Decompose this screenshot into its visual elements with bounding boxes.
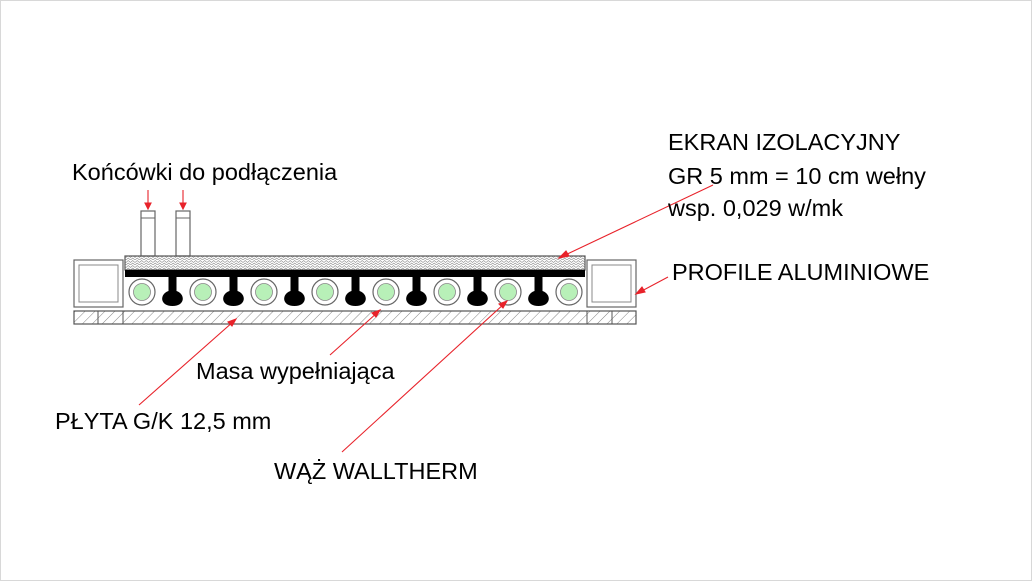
filler-bump	[345, 277, 366, 306]
hose-tube-core	[499, 283, 517, 301]
leader-walltherm-hose	[341, 302, 506, 453]
leader-lines	[138, 184, 714, 453]
filler-bump	[284, 277, 305, 306]
filler-mass-band	[125, 270, 585, 277]
filler-bump	[162, 277, 183, 306]
aluminium-profile-right	[586, 259, 637, 308]
hose-tube-core	[194, 283, 212, 301]
hose-tube-core	[133, 283, 151, 301]
hose-tube-core	[560, 283, 578, 301]
insulation-screen	[124, 255, 586, 271]
filler-bump	[528, 277, 549, 306]
hose-tube-core	[438, 283, 456, 301]
hose-tube-core	[255, 283, 273, 301]
leader-gypsum-board	[138, 320, 235, 406]
walltherm-hose-row	[128, 277, 583, 306]
aluminium-profile-left	[73, 259, 124, 308]
leader-filler-mass	[329, 311, 379, 356]
hose-tube-core	[316, 283, 334, 301]
filler-bump	[467, 277, 488, 306]
leader-insulation-screen	[560, 184, 714, 258]
connection-pipes	[140, 210, 191, 257]
filler-bump	[223, 277, 244, 306]
gypsum-board	[73, 310, 637, 325]
filler-bump	[406, 277, 427, 306]
hose-tube-core	[377, 283, 395, 301]
